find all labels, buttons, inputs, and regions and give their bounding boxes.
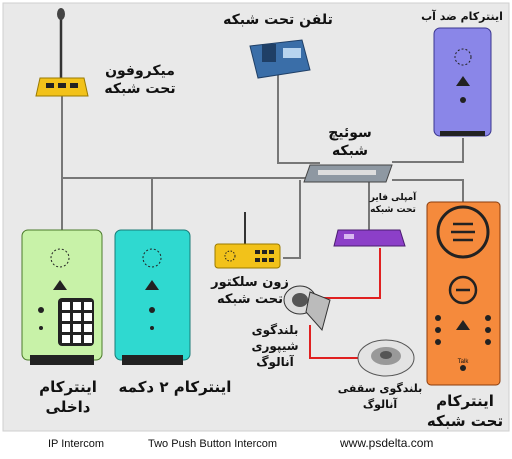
network-intercom-label-line1: اینترکام (436, 392, 494, 410)
zone-selector-device (214, 212, 281, 269)
microphone-device (35, 8, 89, 97)
indoor-intercom-label-line1: اینترکام (39, 378, 97, 396)
device-labels: تلفن تحت شبکه اینترکام ضد آب میکروفون تح… (39, 9, 503, 430)
ceiling-speaker-label-line1: بلندگوی سقفی (338, 382, 422, 395)
ip-phone-device (249, 39, 311, 79)
indoor-intercom-device (21, 229, 103, 365)
indoor-intercom-label-line2: داخلی (46, 398, 91, 416)
talk-label: Talk (458, 359, 470, 365)
network-switch-device (303, 164, 393, 183)
phone-label: تلفن تحت شبکه (223, 12, 333, 28)
network-intercom-label-line2: تحت شبکه (427, 412, 503, 430)
ceiling-speaker-device (357, 339, 415, 377)
caption-ip-intercom: IP Intercom (48, 438, 104, 450)
network-intercom-device (426, 201, 501, 386)
cable-phone (277, 70, 320, 164)
cable-network-intercom (392, 179, 464, 202)
waterproof-intercom-label: اینترکام ضد آب (421, 9, 503, 23)
analog-cables (309, 248, 381, 359)
caption-two-button: Two Push Button Intercom (148, 438, 277, 450)
amplifier-label-line2: تحت شبکه (370, 205, 416, 215)
zone-selector-label-line1: زون سلکتور (210, 275, 289, 290)
footer-captions: IP Intercom Two Push Button Intercom www… (48, 436, 433, 450)
horn-speaker-device (283, 285, 331, 332)
zone-selector-label-line2: تحت شبکه (217, 292, 283, 307)
horn-speaker-label-line3: آنالوگ (256, 354, 294, 370)
cable-ceiling-speaker (309, 325, 358, 359)
cable-waterproof-intercom (392, 138, 464, 163)
switch-label-line1: سوئیچ (328, 125, 372, 141)
cable-zone-selector (283, 180, 301, 259)
ceiling-speaker-label-line2: آنالوگ (363, 397, 398, 411)
microphone-label-line2: تحت شبکه (104, 81, 175, 97)
network-cables (61, 70, 464, 259)
amplifier-label-line1: آمپلی فایر (369, 191, 417, 203)
amplifier-device (333, 229, 406, 247)
two-button-intercom-device (114, 229, 191, 365)
two-button-intercom-label: اینترکام ۲ دکمه (119, 378, 232, 396)
horn-speaker-label-line1: بلندگوی (252, 323, 299, 338)
website-link[interactable]: www.psdelta.com (339, 436, 433, 450)
waterproof-intercom-device (433, 27, 492, 137)
horn-speaker-label-line2: شیپوری (251, 339, 298, 354)
switch-label-line2: شبکه (332, 143, 368, 159)
cable-horn-speaker (322, 248, 381, 299)
microphone-label-line1: میکروفون (105, 63, 175, 79)
